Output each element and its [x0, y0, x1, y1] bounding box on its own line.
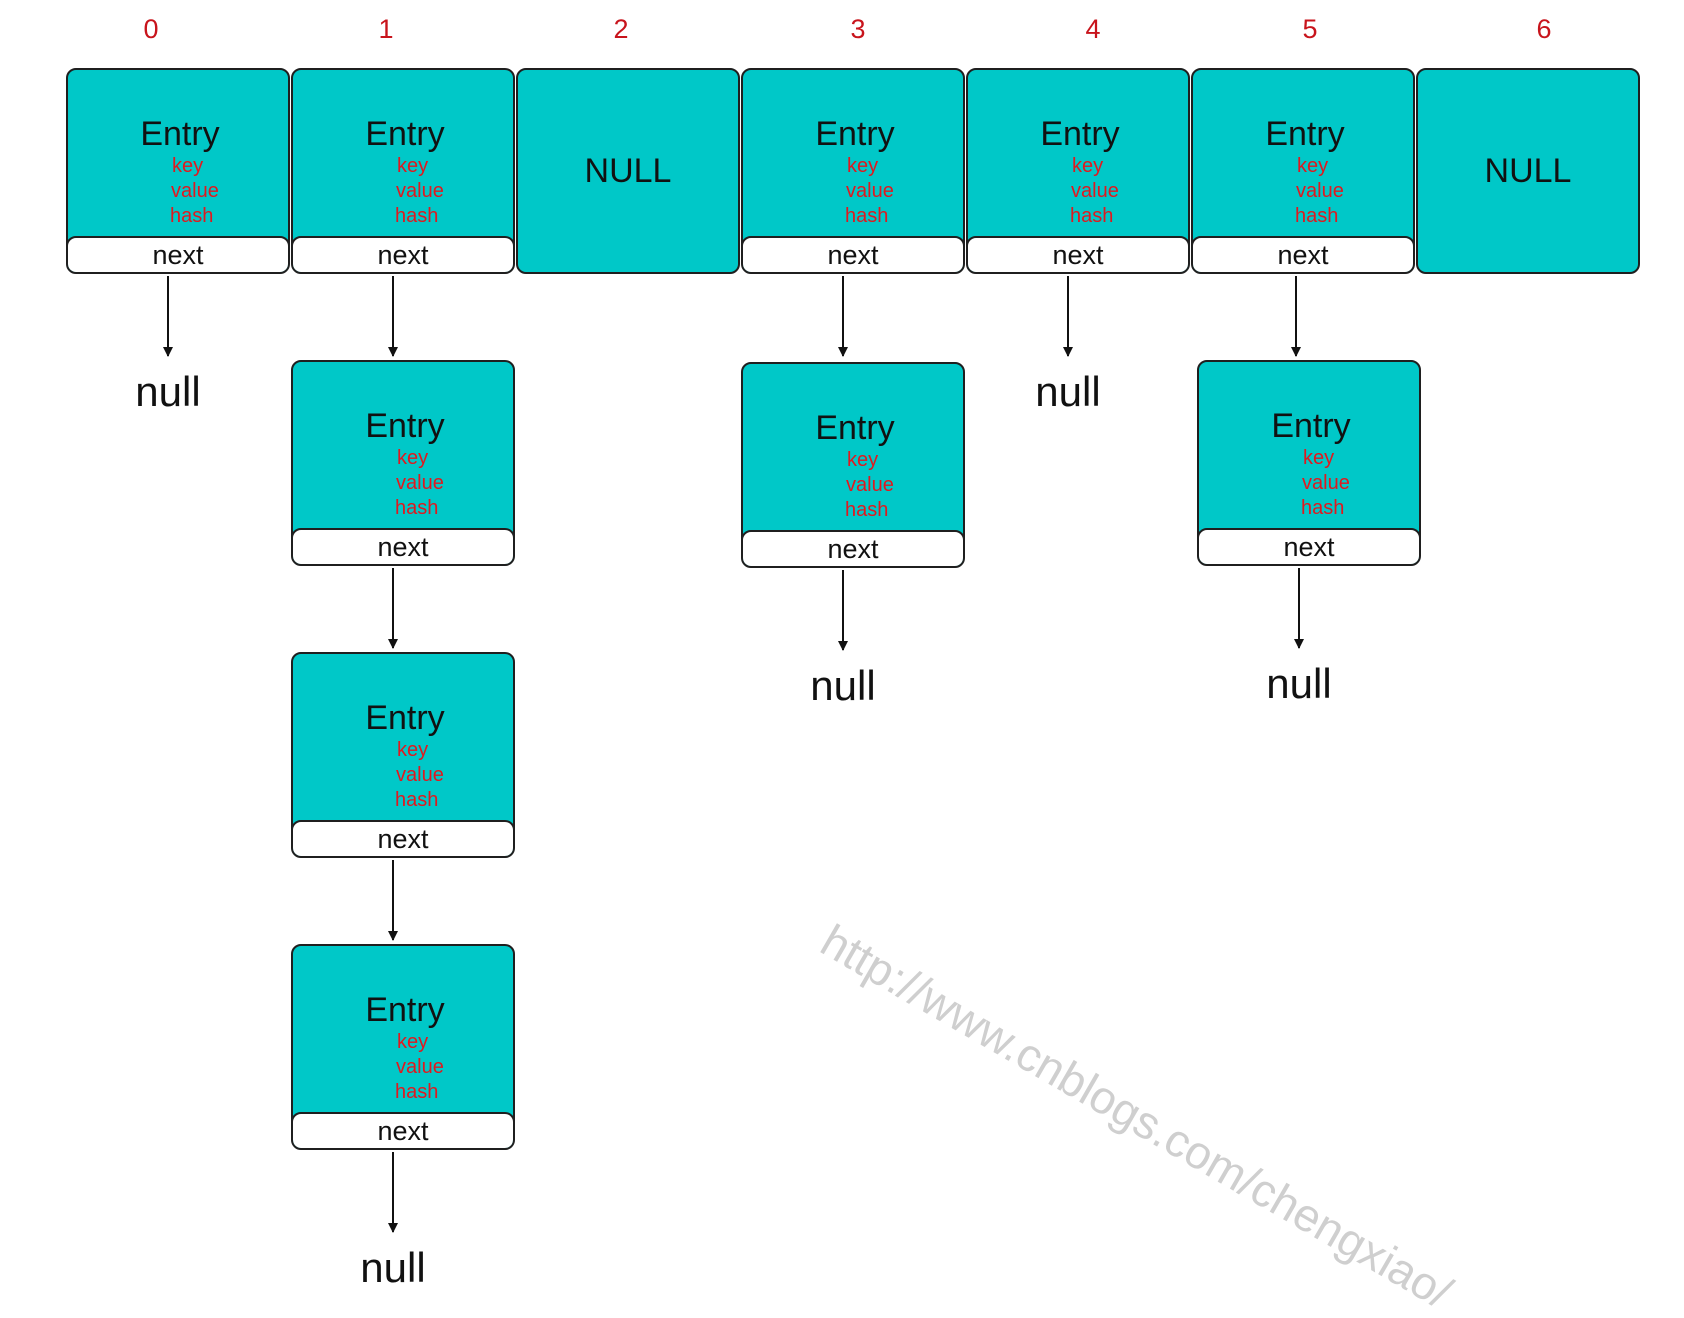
entry-field-value: value: [396, 472, 444, 494]
null-terminator: null: [135, 368, 201, 415]
entry-next-pointer: next: [743, 236, 963, 272]
entry-field-key: key: [397, 739, 429, 761]
entry-field-hash: hash: [845, 499, 889, 521]
entry-next-pointer: next: [293, 820, 513, 856]
entry-title: Entry: [1040, 115, 1120, 153]
bucket-index-label: 2: [613, 14, 629, 44]
entry-title: Entry: [1271, 407, 1351, 445]
empty-bucket: NULL: [516, 68, 740, 274]
entry-field-value: value: [1302, 472, 1350, 494]
entry-field-value: value: [1071, 180, 1119, 202]
entry-next-pointer: next: [293, 236, 513, 272]
entry-next-pointer: next: [293, 528, 513, 564]
entry-field-key: key: [1303, 447, 1335, 469]
entry-next-pointer: next: [968, 236, 1188, 272]
entry-field-hash: hash: [1295, 205, 1339, 227]
entry-field-key: key: [1072, 155, 1104, 177]
entry-title: Entry: [365, 407, 445, 445]
bucket-index-label: 1: [378, 14, 394, 44]
bucket-index-label: 4: [1085, 14, 1101, 44]
entry-next-pointer: next: [68, 236, 288, 272]
entry-field-key: key: [397, 1031, 429, 1053]
entry-field-hash: hash: [1301, 497, 1345, 519]
entry-next-pointer: next: [743, 530, 963, 566]
entry-title: Entry: [1265, 115, 1345, 153]
entry-field-value: value: [1296, 180, 1344, 202]
entry-field-value: value: [396, 180, 444, 202]
entry-field-hash: hash: [170, 205, 214, 227]
entry-title: Entry: [365, 115, 445, 153]
entry-field-key: key: [172, 155, 204, 177]
entry-field-key: key: [397, 447, 429, 469]
entry-field-value: value: [396, 1056, 444, 1078]
entry-next-pointer: next: [293, 1112, 513, 1148]
null-terminator: null: [360, 1244, 426, 1291]
entry-next-pointer: next: [1199, 528, 1419, 564]
entry-field-hash: hash: [1070, 205, 1114, 227]
entry-next-pointer: next: [1193, 236, 1413, 272]
entry-title: Entry: [815, 409, 895, 447]
entry-title: Entry: [815, 115, 895, 153]
entry-field-key: key: [1297, 155, 1329, 177]
bucket-index-label: 3: [850, 14, 866, 44]
entry-field-key: key: [397, 155, 429, 177]
entry-field-value: value: [846, 474, 894, 496]
entry-field-value: value: [171, 180, 219, 202]
arrows-layer: [163, 276, 1304, 1233]
entry-title: Entry: [140, 115, 220, 153]
null-terminator: null: [810, 662, 876, 709]
entry-field-hash: hash: [395, 1081, 439, 1103]
entry-field-value: value: [396, 764, 444, 786]
entry-field-hash: hash: [395, 205, 439, 227]
bucket-index-label: 5: [1302, 14, 1318, 44]
entry-title: Entry: [365, 699, 445, 737]
null-terminator: null: [1035, 368, 1101, 415]
entry-field-hash: hash: [845, 205, 889, 227]
entry-field-value: value: [846, 180, 894, 202]
entry-field-hash: hash: [395, 789, 439, 811]
bucket-index-label: 6: [1536, 14, 1552, 44]
bucket-index-label: 0: [143, 14, 159, 44]
empty-bucket: NULL: [1416, 68, 1640, 274]
null-terminator: null: [1266, 660, 1332, 707]
entry-title: Entry: [365, 991, 445, 1029]
entry-field-key: key: [847, 449, 879, 471]
entry-field-hash: hash: [395, 497, 439, 519]
entry-field-key: key: [847, 155, 879, 177]
